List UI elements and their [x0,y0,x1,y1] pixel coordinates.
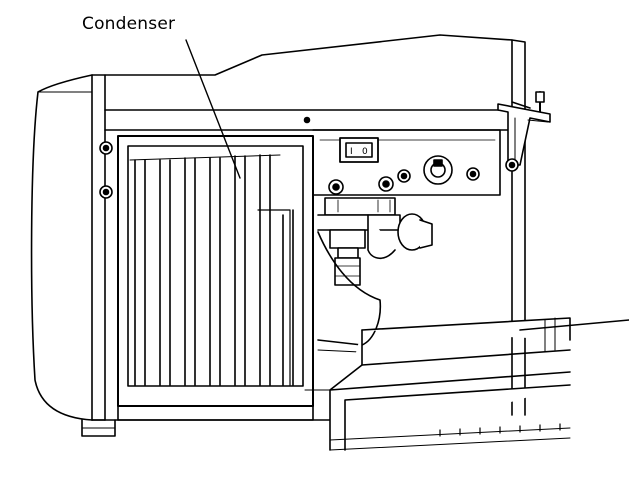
motor-housing [305,232,380,390]
left-bolts [100,142,112,198]
callout-leader-line [186,40,240,178]
condenser-callout-label: Condenser [82,14,176,34]
left-side-panel [32,75,92,420]
switch-left-mark: I [350,147,353,157]
right-bracket [498,92,550,171]
control-panel [305,118,501,196]
front-cabinet [330,318,629,450]
cabinet-vent-slots [440,424,560,436]
valve-assembly [318,198,432,285]
rocker-switch: I 0 [350,147,368,157]
panel-knobs [329,156,479,194]
machine-feet [82,420,115,436]
switch-right-mark: 0 [362,147,368,157]
condenser-unit [92,136,330,420]
rear-housing [92,35,530,420]
